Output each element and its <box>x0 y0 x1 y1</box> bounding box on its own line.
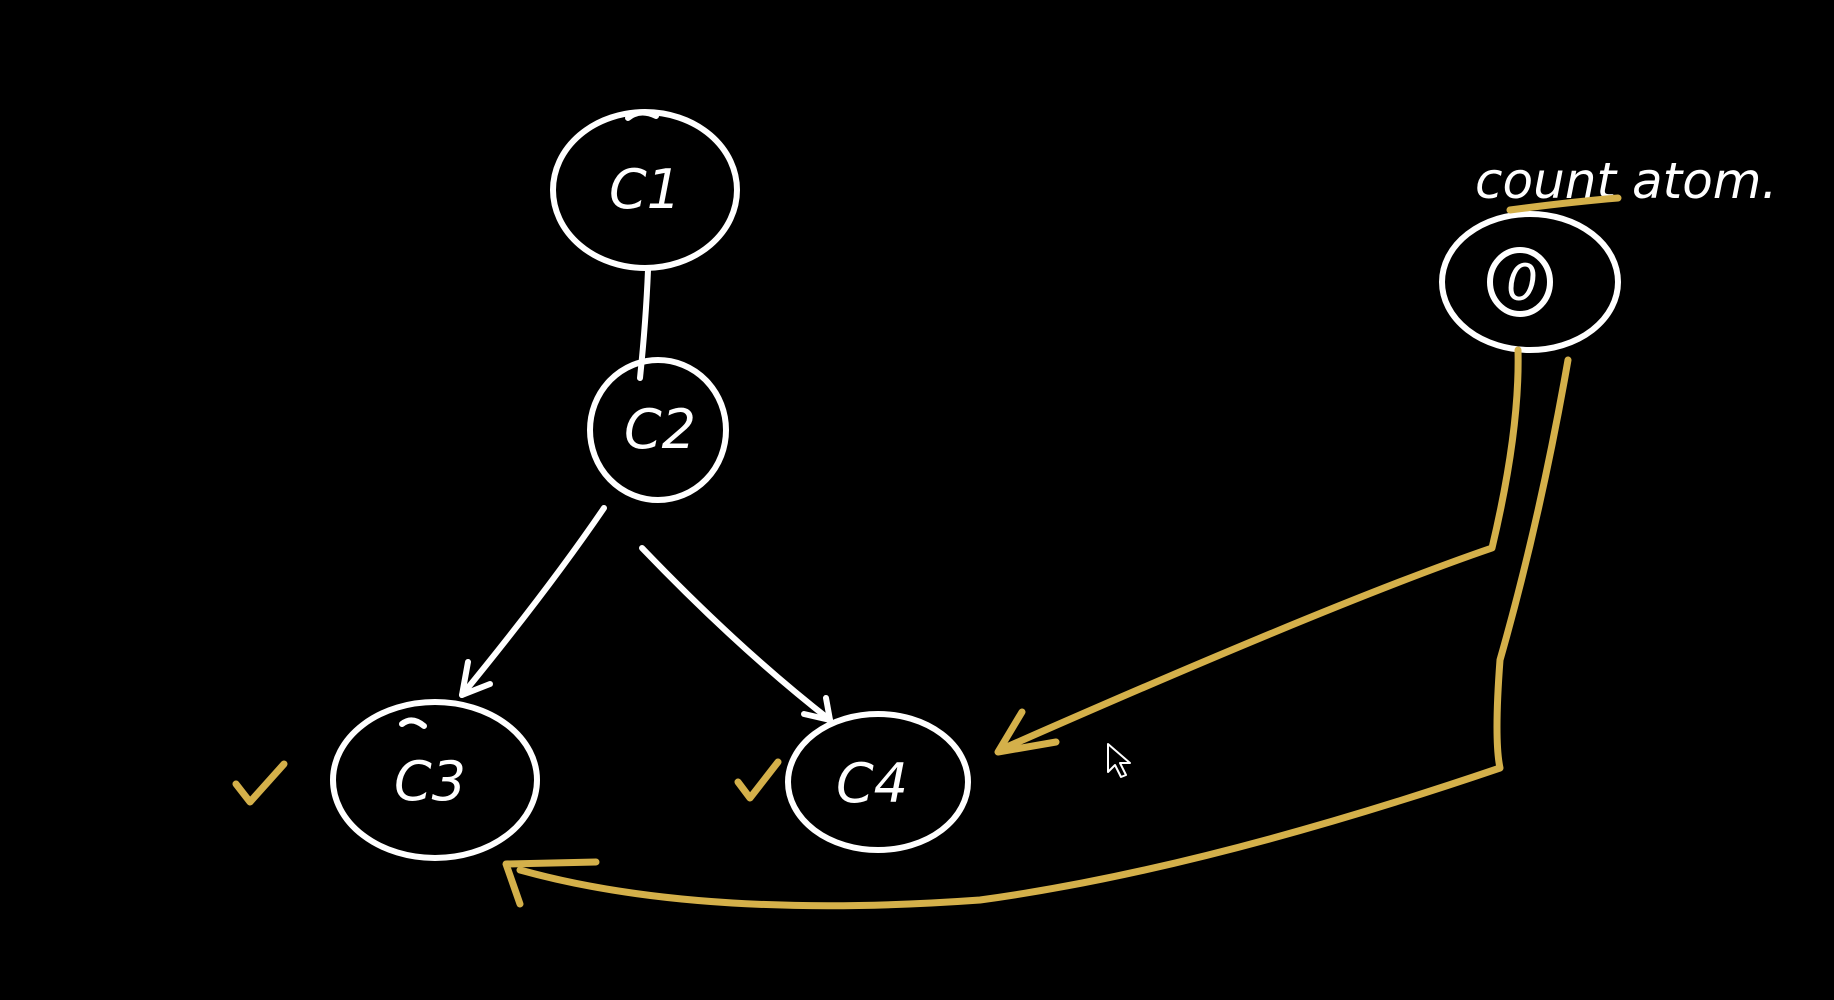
node-counter-inner-loop <box>1487 247 1553 317</box>
node-c4: C4 <box>785 711 971 853</box>
subscription-arrow-counter-c3 <box>516 356 1572 910</box>
node-c2-circle <box>587 357 729 503</box>
node-c1-label: C1 <box>609 158 681 221</box>
node-c2: C2 <box>587 357 729 503</box>
edge-c2-c4 <box>639 545 833 723</box>
node-c4-circle <box>785 711 971 853</box>
node-c3-squiggle <box>399 717 427 729</box>
mouse-pointer-icon <box>1107 743 1131 778</box>
node-counter-label: 0 <box>1506 254 1538 312</box>
node-counter-circle <box>1439 211 1621 353</box>
node-c3: C3 <box>330 699 540 861</box>
node-c4-label: C4 <box>836 752 908 815</box>
subscription-arrow-counter-c3-head <box>502 858 600 908</box>
node-c1-squiggle <box>625 109 659 121</box>
annotation-underline <box>1506 194 1622 214</box>
edge-c2-c3-arrowhead <box>459 659 493 698</box>
edge-c2-c4-arrowhead <box>801 695 833 723</box>
node-c3-label: C3 <box>394 750 466 813</box>
check-mark-c4 <box>734 758 782 802</box>
annotation-count-atom: count atom. <box>1475 152 1777 210</box>
subscription-arrow-counter-c4-head <box>994 708 1060 756</box>
check-mark-c3 <box>232 760 288 806</box>
edge-c2-c3 <box>459 505 607 698</box>
node-c1: C1 <box>550 109 740 271</box>
edge-c1-c2 <box>637 267 651 381</box>
subscription-arrow-counter-c4 <box>996 346 1522 754</box>
node-counter: 0 <box>1439 211 1621 353</box>
node-c3-circle <box>330 699 540 861</box>
node-c2-label: C2 <box>624 398 696 461</box>
